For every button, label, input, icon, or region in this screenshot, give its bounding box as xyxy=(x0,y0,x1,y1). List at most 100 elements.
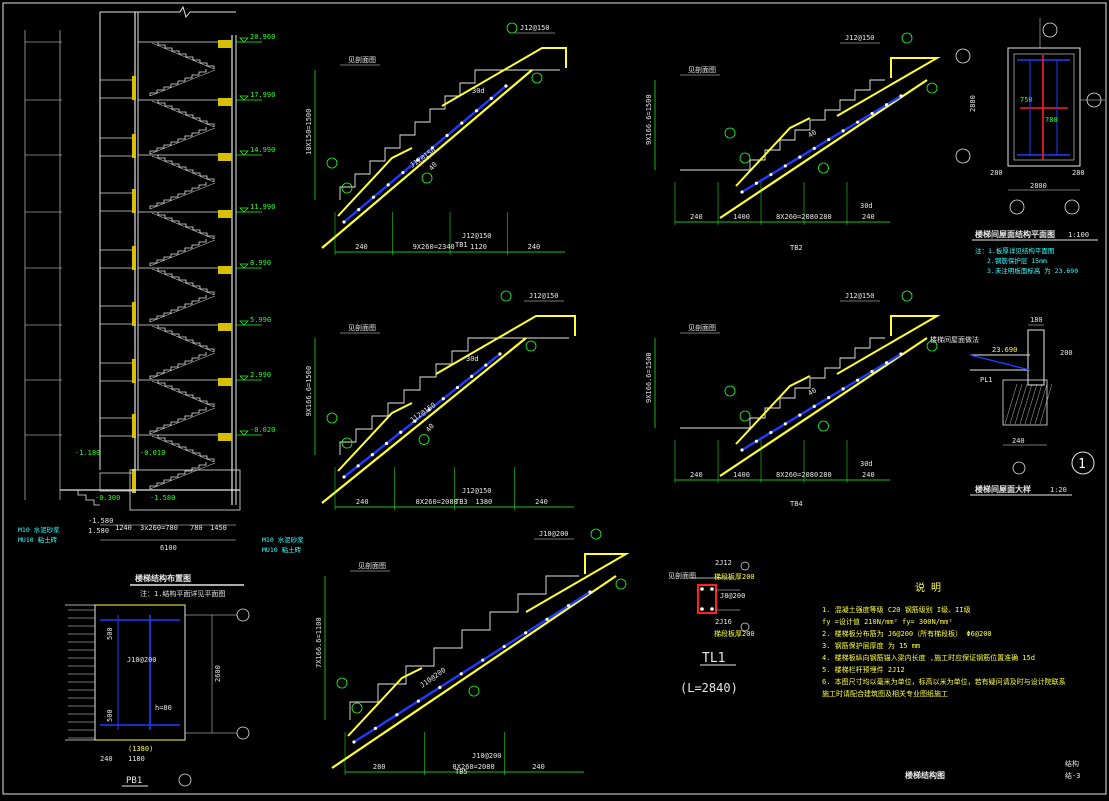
pb1-label-500b: 500 xyxy=(106,709,114,722)
stair-flight-down xyxy=(157,435,215,462)
roof-detail-scale: 1:20 xyxy=(1050,486,1067,494)
distribution-bar xyxy=(370,453,374,457)
distribution-bar xyxy=(357,208,361,212)
top-rebar xyxy=(836,315,941,375)
flight-dimension: 280 xyxy=(819,213,832,221)
distribution-bar xyxy=(899,352,903,356)
floor-elevation: 17.990 xyxy=(250,91,275,99)
flight-soffit xyxy=(149,182,216,210)
pb1-label-2600: 2600 xyxy=(214,665,222,682)
flight-dimension: 8X260=2080 xyxy=(776,213,818,221)
distribution-bar xyxy=(769,172,773,177)
general-notes: 说 明 1. 混凝土强度等级 C20 钢筋级别 I级、II级 fy =设计值 2… xyxy=(822,581,1066,698)
distribution-bar xyxy=(484,363,488,367)
roof-dim-750: 750 xyxy=(1020,96,1033,104)
section-ref: 见剖面图 xyxy=(348,55,376,64)
detail-hatch xyxy=(1014,383,1028,425)
landing-beam xyxy=(218,40,232,48)
roof-dim-780: 780 xyxy=(1045,116,1058,124)
flight-dimension: 240 xyxy=(528,243,541,251)
detail-hatch xyxy=(1004,383,1018,425)
bottom-rebar xyxy=(321,337,527,504)
notes-title: 说 明 xyxy=(915,581,941,594)
landing-beam xyxy=(218,323,232,331)
stair-flight-down xyxy=(157,325,215,352)
roof-dim-280b: 280 xyxy=(1072,169,1085,177)
pb1-name: PB1 xyxy=(126,776,142,786)
stair-flight-down xyxy=(157,212,215,239)
note-line-7: 6. 本图尺寸均以毫米为单位，标高以米为单位，若有疑问请及时与设计院联系 xyxy=(822,677,1066,686)
main-rebar xyxy=(741,352,902,452)
distribution-bar xyxy=(427,408,431,412)
bottom-rebar xyxy=(321,69,533,249)
slab-pb1-plan: J10@200 h=80 (1380) 1180 240 2600 500 50… xyxy=(65,604,250,787)
roof-dim-2880: 2880 xyxy=(969,95,977,112)
section-ref: 见剖面图 xyxy=(358,561,386,570)
flight-height: 9X166.6=1500 xyxy=(645,352,653,403)
distribution-bar xyxy=(870,369,874,374)
flight-dimension: 280 xyxy=(819,471,832,479)
stair-flight-up xyxy=(149,462,207,489)
stair-flight-down xyxy=(157,380,215,407)
distribution-bar xyxy=(504,84,508,88)
flight-dimension: 240 xyxy=(862,471,875,479)
rebar-mark-circle xyxy=(818,162,829,174)
stair-profile xyxy=(680,79,885,171)
flight-dimension: 240 xyxy=(532,763,545,771)
top-rebar xyxy=(435,315,576,375)
note-line-4: 3. 钢筋保护层厚度 为 15 mm xyxy=(822,641,920,650)
rebar-mark-circle xyxy=(326,412,338,424)
flight-dimension: 240 xyxy=(862,213,875,221)
note-line-1: 1. 混凝土强度等级 C20 钢筋级别 I级、II级 xyxy=(822,605,971,614)
floor-elevation: 5.990 xyxy=(250,316,271,324)
tb5-name: TB5 xyxy=(455,768,468,776)
distribution-bar xyxy=(769,430,773,435)
top-rebar-lower xyxy=(337,402,413,472)
sheet-number: 结-3 xyxy=(1065,771,1080,780)
flight-dimension: 8X260=2080 xyxy=(776,471,818,479)
roof-dim-280a: 280 xyxy=(990,169,1003,177)
distribution-bar xyxy=(798,155,802,159)
sec-dim-3: 1240 xyxy=(115,524,132,532)
window-jamb xyxy=(132,189,136,213)
tb3-name: TB3 xyxy=(455,498,468,506)
roof-detail-180: 180 xyxy=(1030,316,1043,324)
distribution-bar xyxy=(352,740,356,744)
section-note: 注：1.结构平面详见平面图 xyxy=(140,589,225,598)
drawing-title: 楼梯结构图 xyxy=(905,770,945,780)
flight-dimension: 280 xyxy=(373,763,386,771)
landing-beam xyxy=(218,210,232,218)
distribution-bar xyxy=(827,396,831,400)
elev-mark xyxy=(239,150,249,156)
distribution-bar xyxy=(884,361,889,365)
tl1-label-ref: 见剖面图 xyxy=(668,571,696,580)
distribution-bar xyxy=(754,181,759,185)
window-jamb xyxy=(132,246,136,270)
bottom-rebar xyxy=(719,79,928,219)
sec-left-note-2: MU10 粘土砖 xyxy=(18,535,58,544)
distribution-bar xyxy=(899,94,903,98)
elev-mark xyxy=(239,320,249,326)
pb1-label-rebar: J10@200 xyxy=(127,656,157,664)
ground-elevation: -0.300 xyxy=(95,494,120,502)
rebar-mark-circle xyxy=(590,528,602,540)
distribution-bar xyxy=(502,644,506,649)
top-rebar-lower xyxy=(337,147,413,217)
distribution-bar xyxy=(441,397,445,401)
roof-detail-marker: 1 xyxy=(1078,457,1086,472)
rebar-mark-circle xyxy=(615,578,627,590)
main-rebar xyxy=(741,94,902,194)
sec-right-note-2: MU10 粘土砖 xyxy=(262,545,302,554)
landing-beam xyxy=(218,153,232,161)
roof-plan-title: 楼梯间屋面结构平面图 xyxy=(975,229,1055,239)
rebar-mark-circle xyxy=(531,72,543,84)
roof-plan-scale: 1:100 xyxy=(1068,231,1089,239)
floor-elevation: 20.960 xyxy=(250,33,275,41)
flight-dimension: 9X260=2340 xyxy=(413,243,455,251)
roof-detail-title: 楼梯间屋面大样 xyxy=(975,484,1031,494)
distribution-bar xyxy=(416,158,420,162)
